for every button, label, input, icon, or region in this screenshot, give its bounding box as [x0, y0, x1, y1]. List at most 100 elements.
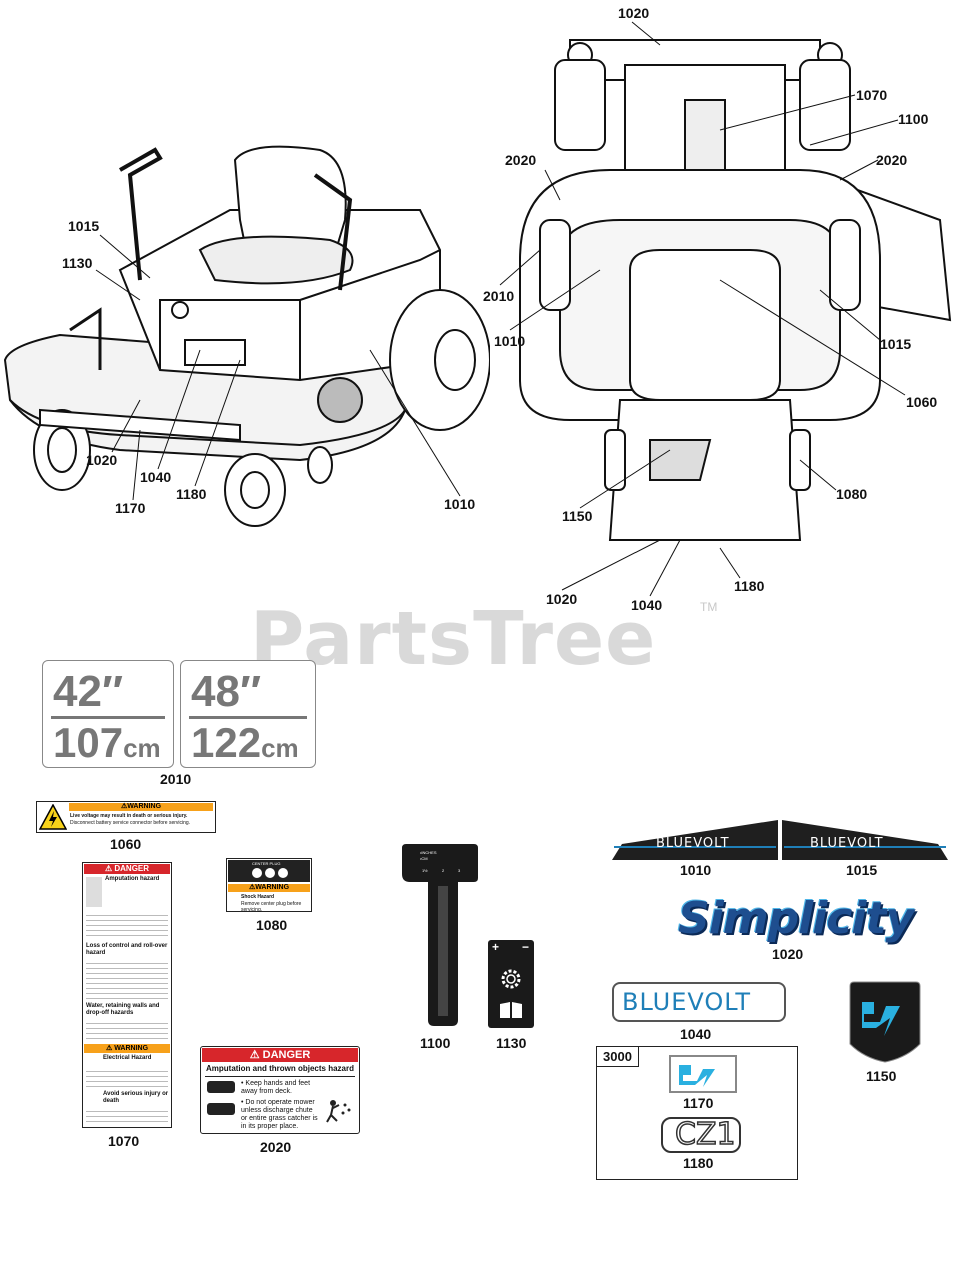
callout-1010-right: 1010	[494, 333, 526, 349]
center-plug-panel: CENTER PLUG	[228, 860, 310, 882]
callout-1015-right: 1015	[880, 336, 912, 352]
warning-1060-header: ⚠WARNING	[69, 803, 213, 811]
label-1150: 1150	[866, 1068, 897, 1084]
callout-1015-left: 1015	[68, 218, 100, 234]
danger-decal-2020: ⚠ DANGER Amputation and thrown objects h…	[200, 1046, 360, 1134]
danger-decal-1070: ⚠ DANGER Amputation hazard Loss of contr…	[82, 862, 172, 1128]
callout-1170-left: 1170	[115, 500, 146, 516]
danger-1070-text-block2	[86, 959, 168, 999]
danger-1070-warning-header: ⚠ WARNING	[84, 1044, 170, 1053]
center-plug-text: CENTER PLUG	[252, 861, 281, 866]
callout-1100: 1100	[898, 111, 929, 127]
size-42-divider	[51, 716, 165, 719]
kit-3000-box: 3000 1170 CZ1 1180	[596, 1046, 798, 1180]
shock-decal-1080: CENTER PLUG ⚠WARNING Shock Hazard Remove…	[226, 858, 312, 913]
plug-circle-2	[265, 868, 275, 878]
danger-1070-text-block3	[86, 1019, 168, 1041]
shock-1080-header: ⚠WARNING	[228, 884, 310, 892]
hand-hazard-icon	[207, 1081, 235, 1093]
bluevolt-1015-stripe	[784, 846, 946, 848]
callout-top-1020: 1020	[618, 5, 650, 21]
electrical-warning-icon	[38, 803, 68, 830]
minus-sign: −	[522, 940, 530, 954]
danger-2020-bullet2: • Do not operate mower unless discharge …	[241, 1099, 318, 1130]
callout-1080: 1080	[836, 486, 868, 502]
warning-1060-line2: Disconnect battery service connector bef…	[70, 820, 191, 826]
gear-icon	[498, 966, 524, 992]
label-2020: 2020	[260, 1139, 292, 1155]
kit-3000-label: 3000	[597, 1047, 639, 1067]
label-1040: 1040	[680, 1026, 712, 1042]
callout-1180-left: 1180	[176, 486, 207, 502]
svg-text:3: 3	[458, 868, 461, 873]
label-1015: 1015	[846, 862, 878, 878]
label-1100: 1100	[420, 1035, 451, 1051]
label-1180: 1180	[683, 1155, 714, 1171]
svg-text:1½: 1½	[422, 868, 428, 873]
leader-lines	[95, 21, 906, 597]
callout-2020-a: 2020	[505, 152, 537, 168]
danger-2020-header: ⚠ DANGER	[202, 1048, 358, 1062]
callout-1180-right: 1180	[734, 578, 765, 594]
danger-1070-text-block4	[86, 1067, 168, 1089]
warning-decal-1060: ⚠WARNING Live voltage may result in deat…	[36, 801, 216, 833]
height-adjust-decal-1100: •INCHES•CM 1½ 2 3	[402, 844, 478, 1026]
mower-side-view-illustration	[3, 145, 490, 527]
size-48-inches: 48″	[191, 667, 262, 716]
danger-2020-divider	[205, 1076, 355, 1077]
danger-1070-header: ⚠ DANGER	[84, 864, 170, 874]
label-1060: 1060	[110, 836, 142, 852]
callout-1150: 1150	[562, 508, 593, 524]
foot-hazard-icon	[207, 1103, 235, 1115]
manual-book-icon	[498, 1000, 524, 1020]
label-1170: 1170	[683, 1095, 714, 1111]
danger-1070-h2: Loss of control and roll-over hazard	[86, 943, 168, 956]
callout-1020-left: 1020	[86, 452, 118, 468]
mower-top-view-illustration	[519, 39, 952, 541]
size-decal-42: 42″ 107cm	[42, 660, 174, 768]
danger-1070-text-block1	[86, 911, 168, 939]
callout-1010-left: 1010	[444, 496, 476, 512]
size-decal-48: 48″ 122cm	[180, 660, 316, 768]
callout-2020-b: 2020	[876, 152, 908, 168]
watermark-tm: TM	[700, 600, 718, 614]
size-42-cm: 107cm	[53, 719, 161, 766]
plug-circle-3	[278, 868, 288, 878]
svg-text:•CM: •CM	[420, 856, 428, 861]
size-48-divider	[189, 716, 307, 719]
label-1020: 1020	[772, 946, 804, 962]
label-1010: 1010	[680, 862, 712, 878]
danger-1070-h3: Water, retaining walls and drop-off haza…	[86, 1003, 160, 1016]
label-1080: 1080	[256, 917, 288, 933]
label-1070: 1070	[108, 1133, 140, 1149]
svg-text:•INCHES: •INCHES	[420, 850, 437, 855]
simplicity-logo-decal: Simplicity	[678, 893, 914, 944]
shock-1080-line1: Remove center plug before servicing.	[241, 901, 302, 913]
warning-1060-line1: Live voltage may result in death or seri…	[70, 813, 188, 819]
callout-1070: 1070	[856, 87, 888, 103]
callout-1040-right: 1040	[631, 597, 663, 613]
bluevolt-decal-1040: BLUEVOLT	[612, 982, 786, 1022]
cz1-text: CZ1	[674, 1116, 736, 1153]
cz1-decal-1180: CZ1	[661, 1116, 741, 1153]
ev-logo-icon	[679, 1065, 715, 1087]
danger-1070-text-block5	[86, 1107, 168, 1125]
plus-sign: +	[492, 940, 500, 954]
danger-2020-bullet1: • Keep hands and feet away from deck.	[241, 1080, 311, 1095]
plug-circle-1	[252, 868, 262, 878]
callout-2010: 2010	[483, 288, 515, 304]
callout-1060: 1060	[906, 394, 938, 410]
danger-1070-h4: Electrical Hazard	[103, 1055, 152, 1061]
bluevolt-1015-text: BLUEVOLT	[810, 836, 884, 851]
callout-1040-left: 1040	[140, 469, 172, 485]
bluevolt-1040-text: BLUEVOLT	[622, 988, 751, 1016]
watermark-text: PartsTree	[250, 596, 657, 682]
size-48-cm: 122cm	[191, 719, 299, 766]
amputation-icon	[86, 877, 102, 907]
size-42-inches: 42″	[53, 667, 124, 716]
bluevolt-1010-stripe	[614, 846, 776, 848]
svg-text:2: 2	[442, 868, 445, 873]
speed-control-decal-1130: + −	[488, 940, 534, 1028]
label-2010: 2010	[160, 771, 192, 787]
danger-1070-h5: Avoid serious injury or death	[103, 1091, 169, 1104]
